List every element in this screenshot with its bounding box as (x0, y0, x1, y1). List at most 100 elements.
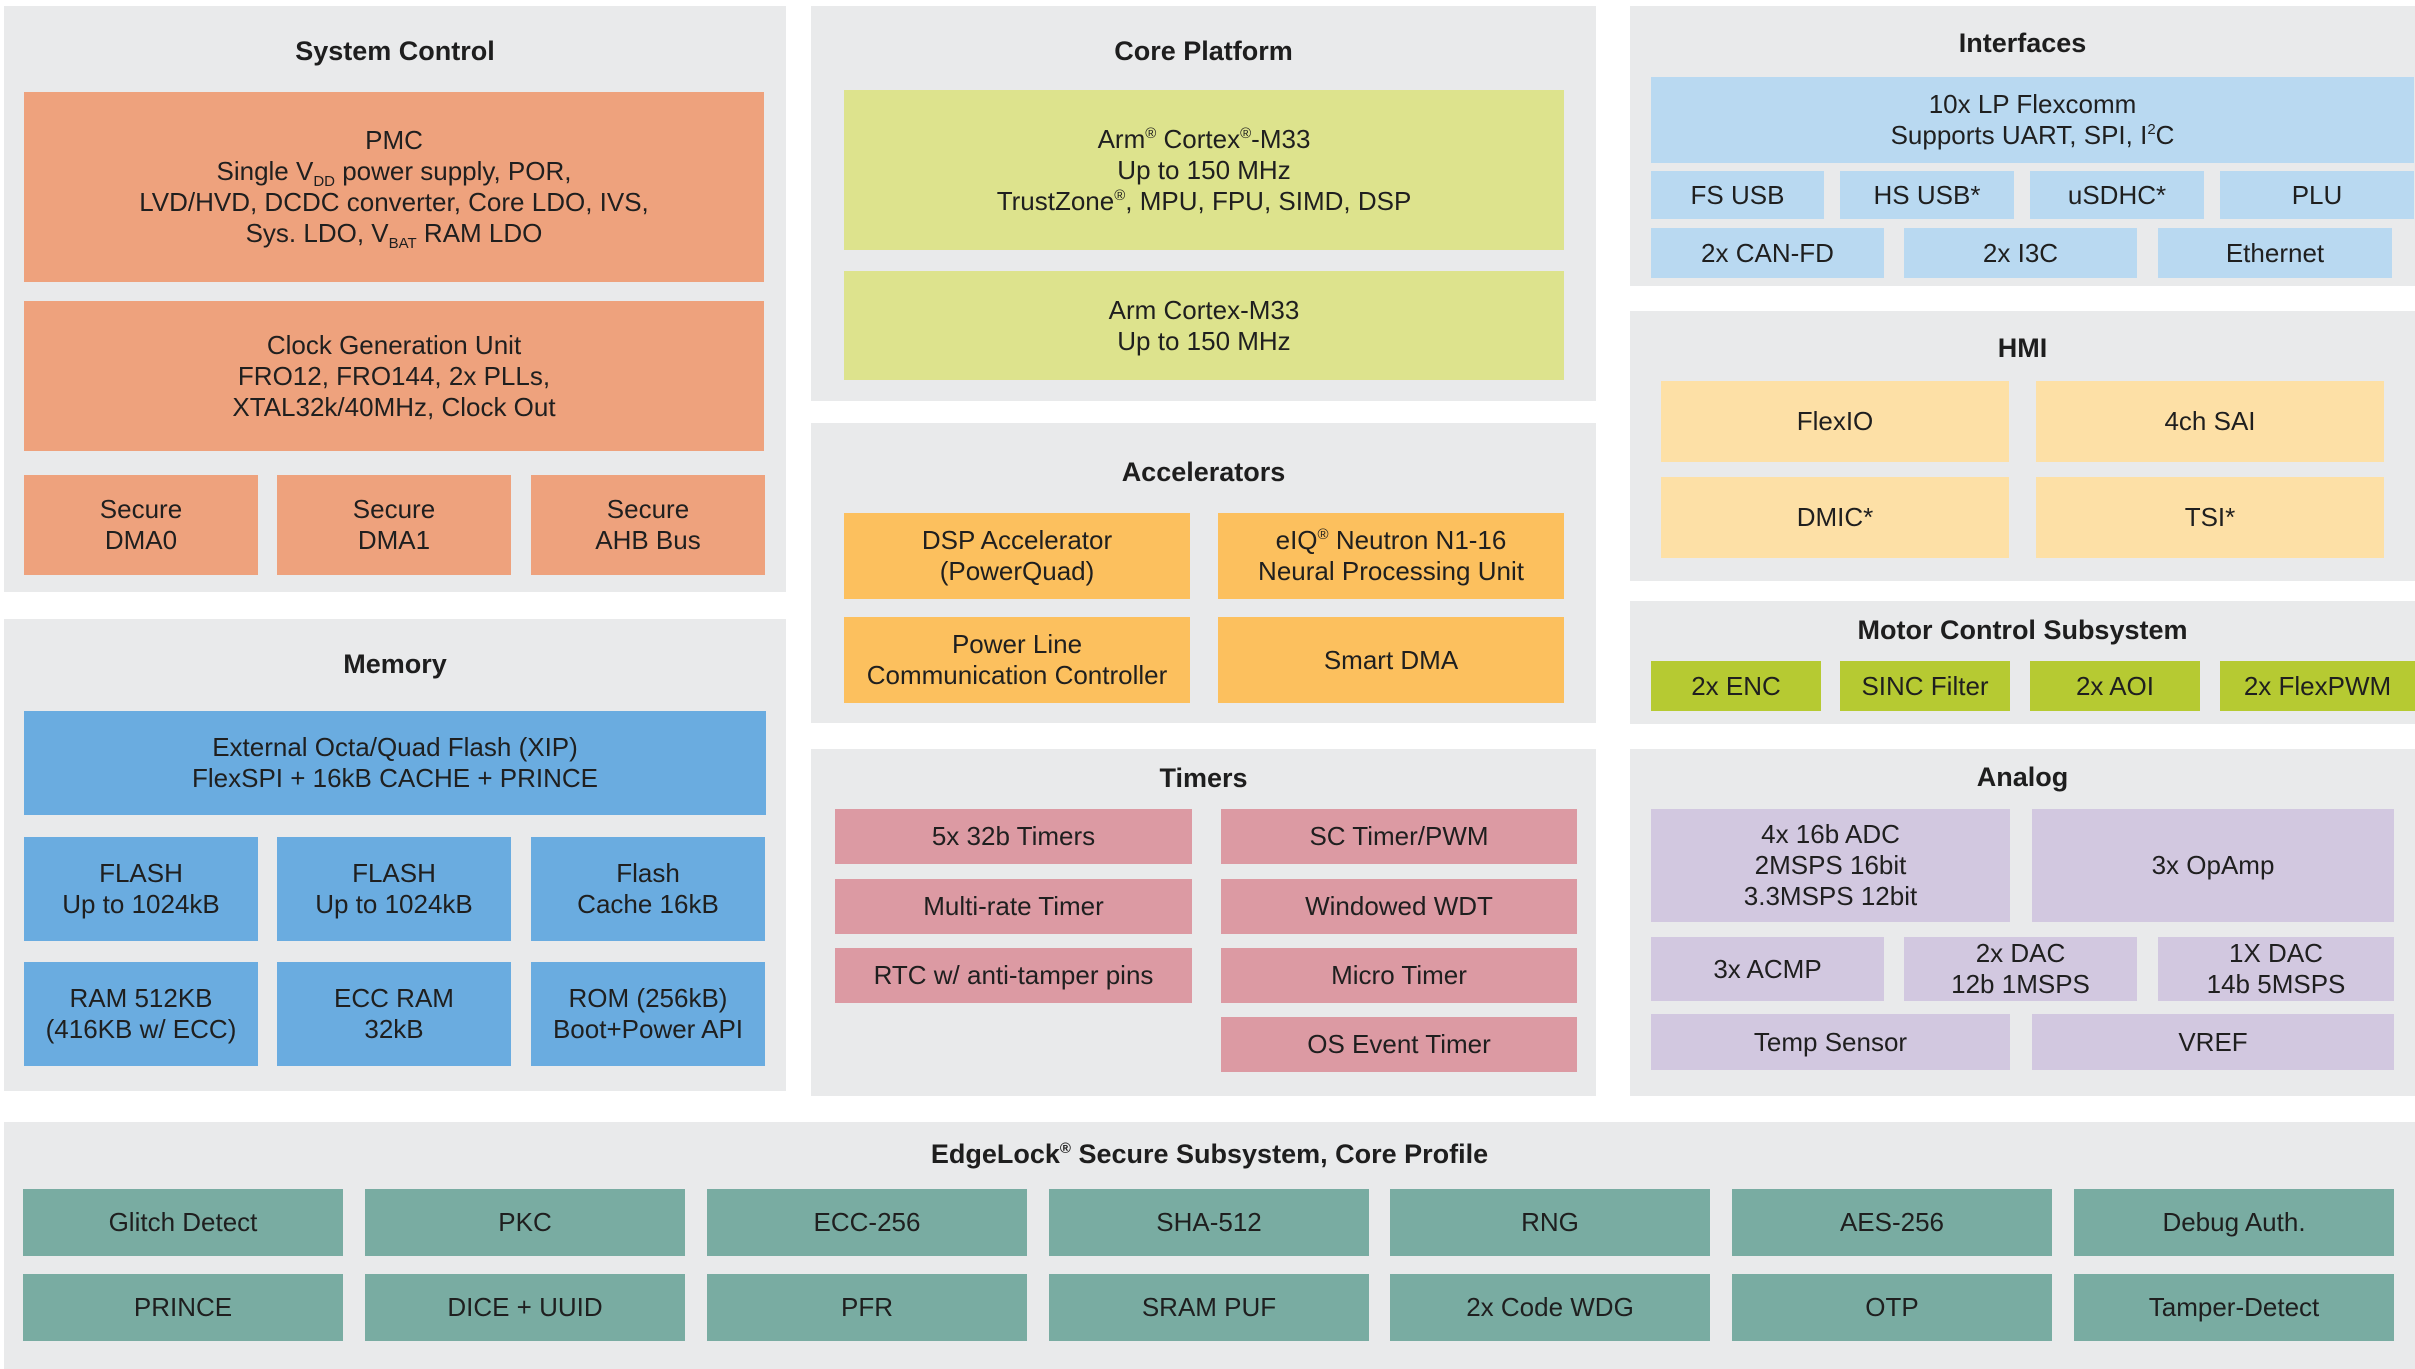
cgu-line1: Clock Generation Unit (266, 329, 522, 360)
pmc-line3-end: RAM LDO (416, 218, 543, 248)
flash-cache-line2: Cache 16kB (577, 889, 719, 919)
dac1-line1: 2x DAC (1975, 938, 2066, 968)
lp-flexcomm-block: 10x LP Flexcomm Supports UART, SPI, I2C (1651, 77, 2414, 163)
motor-control-title: Motor Control Subsystem (1857, 615, 2188, 645)
memory-panel: Memory External Octa/Quad Flash (XIP)Fle… (4, 619, 786, 1091)
flash1-line1: FLASH (99, 858, 183, 888)
hmi-panel: HMI FlexIO 4ch SAI DMIC* TSI* (1630, 311, 2415, 581)
smart-dma-block: Smart DMA (1218, 617, 1564, 703)
edgelock-item: Glitch Detect (23, 1189, 343, 1256)
timer-item: OS Event Timer (1221, 1017, 1577, 1072)
edgelock-panel: EdgeLock® Secure Subsystem, Core Profile… (4, 1122, 2415, 1369)
secure-dma1-line2: DMA1 (357, 525, 431, 555)
cgu-line2: FRO12, FRO144, 2x PLLs, (237, 360, 551, 391)
motor-control-panel: Motor Control Subsystem 2x ENC SINC Filt… (1630, 601, 2415, 724)
core1-reg1: ® (1145, 124, 1157, 142)
interface-item: 2x I3C (1904, 228, 2137, 278)
timers-title: Timers (1159, 763, 1248, 793)
eiq-line2: Neural Processing Unit (1258, 556, 1524, 586)
pmc-line1-end: power supply, POR, (335, 156, 572, 186)
adc-line1: 4x 16b ADC (1761, 819, 1900, 849)
flash1-line2: Up to 1024kB (62, 889, 220, 919)
pmc-line3: Sys. LDO, V (245, 218, 389, 248)
edgelock-item: SRAM PUF (1049, 1274, 1369, 1341)
ram-line2: (416KB w/ ECC) (45, 1014, 237, 1044)
core-platform-panel: Core Platform Arm® Cortex®-M33 Up to 150… (811, 6, 1596, 401)
timer-item: SC Timer/PWM (1221, 809, 1577, 864)
interfaces-title: Interfaces (1958, 28, 2087, 58)
edgelock-item: PRINCE (23, 1274, 343, 1341)
dac2-line2: 14b 5MSPS (2206, 969, 2346, 999)
ext-flash-line1: External Octa/Quad Flash (XIP) (212, 732, 578, 762)
cgu-line3: XTAL32k/40MHz, Clock Out (232, 391, 556, 422)
ecc-ram-line1: ECC RAM (334, 983, 454, 1013)
interface-item: 2x CAN-FD (1651, 228, 1884, 278)
pmc-vdd-subscript: DD (313, 173, 335, 190)
dac2-line1: 1X DAC (2229, 938, 2323, 968)
edgelock-item: PFR (707, 1274, 1027, 1341)
motor-control-item: 2x AOI (2030, 661, 2200, 711)
edgelock-item: AES-256 (1732, 1189, 2052, 1256)
adc-line2: 2MSPS 16bit (1754, 850, 1907, 880)
plc-line2: Communication Controller (866, 660, 1168, 690)
core2-line1: Arm Cortex-M33 (1108, 294, 1300, 325)
adc-line3: 3.3MSPS 12bit (1743, 881, 1918, 911)
edgelock-item: 2x Code WDG (1390, 1274, 1710, 1341)
timer-item: Windowed WDT (1221, 879, 1577, 934)
system-control-title: System Control (295, 36, 495, 66)
edgelock-item: Tamper-Detect (2074, 1274, 2394, 1341)
timer-item: 5x 32b Timers (835, 809, 1192, 864)
analog-title: Analog (1976, 762, 2069, 792)
motor-control-item: SINC Filter (1840, 661, 2010, 711)
interface-item: HS USB* (1840, 171, 2014, 219)
eiq-reg: ® (1317, 526, 1329, 543)
ram-block: RAM 512KB(416KB w/ ECC) (24, 962, 258, 1066)
edgelock-item: RNG (1390, 1189, 1710, 1256)
memory-title: Memory (343, 649, 447, 679)
flash-cache-line1: Flash (616, 858, 680, 888)
pmc-vbat-subscript: BAT (388, 235, 417, 252)
secure-ahb-line2: AHB Bus (595, 525, 701, 555)
timers-panel: Timers 5x 32b Timers Multi-rate Timer RT… (811, 749, 1596, 1096)
pmc-block: PMC Single VDD power supply, POR, LVD/HV… (24, 92, 764, 282)
secure-dma0-line2: DMA0 (104, 525, 178, 555)
ram-line1: RAM 512KB (69, 983, 213, 1013)
dsp-line1: DSP Accelerator (921, 525, 1113, 555)
edgelock-item: OTP (1732, 1274, 2052, 1341)
secure-dma1-line1: Secure (352, 494, 436, 524)
edgelock-item: Debug Auth. (2074, 1189, 2394, 1256)
rom-line1: ROM (256kB) (568, 983, 728, 1013)
core1-features: , MPU, FPU, SIMD, DSP (1125, 185, 1412, 216)
dsp-line2: (PowerQuad) (939, 556, 1095, 586)
accelerators-panel: Accelerators DSP Accelerator(PowerQuad) … (811, 423, 1596, 723)
dsp-accelerator-block: DSP Accelerator(PowerQuad) (844, 513, 1190, 599)
hmi-item: FlexIO (1661, 381, 2009, 462)
rom-block: ROM (256kB)Boot+Power API (531, 962, 765, 1066)
edgelock-item: DICE + UUID (365, 1274, 685, 1341)
ext-flash-line2: FlexSPI + 16kB CACHE + PRINCE (191, 763, 599, 793)
core1-freq: Up to 150 MHz (1117, 154, 1291, 185)
hmi-item: 4ch SAI (2036, 381, 2384, 462)
interface-item: PLU (2220, 171, 2414, 219)
temp-sensor-block: Temp Sensor (1651, 1014, 2010, 1070)
flexcomm-line2: Supports UART, SPI, I (1890, 120, 2148, 150)
secure-dma0-line1: Secure (99, 494, 183, 524)
eiq-neutron-npu-block: eIQ® Neutron N1-16 Neural Processing Uni… (1218, 513, 1564, 599)
eiq-neutron: Neutron N1-16 (1328, 525, 1507, 555)
motor-control-item: 2x ENC (1651, 661, 1821, 711)
vref-block: VREF (2032, 1014, 2394, 1070)
ecc-ram-line2: 32kB (364, 1014, 424, 1044)
flash2-line1: FLASH (352, 858, 436, 888)
opamp-block: 3x OpAmp (2032, 809, 2394, 922)
pmc-line1: Single V (216, 156, 314, 186)
edgelock-title-name: EdgeLock (930, 1139, 1060, 1169)
